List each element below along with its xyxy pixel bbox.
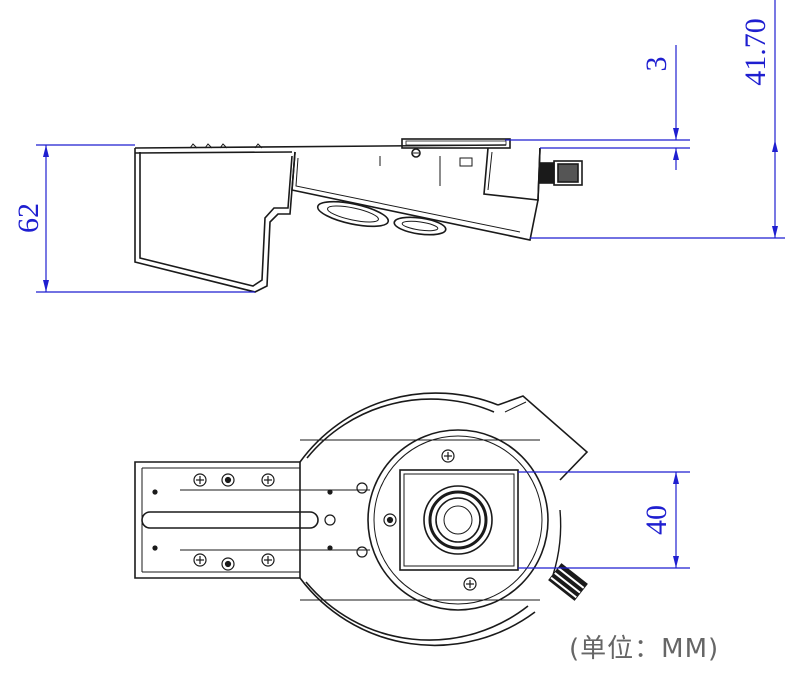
dim-label-62: 62	[12, 203, 45, 233]
dim-label-41-70: 41.70	[739, 18, 772, 86]
top-view	[134, 392, 589, 647]
unit-label: (单位：MM)	[569, 634, 720, 664]
dimension-lines	[36, 0, 785, 569]
dim-label-3: 3	[640, 57, 673, 72]
dim-label-40: 40	[640, 505, 673, 535]
side-view	[134, 138, 583, 293]
